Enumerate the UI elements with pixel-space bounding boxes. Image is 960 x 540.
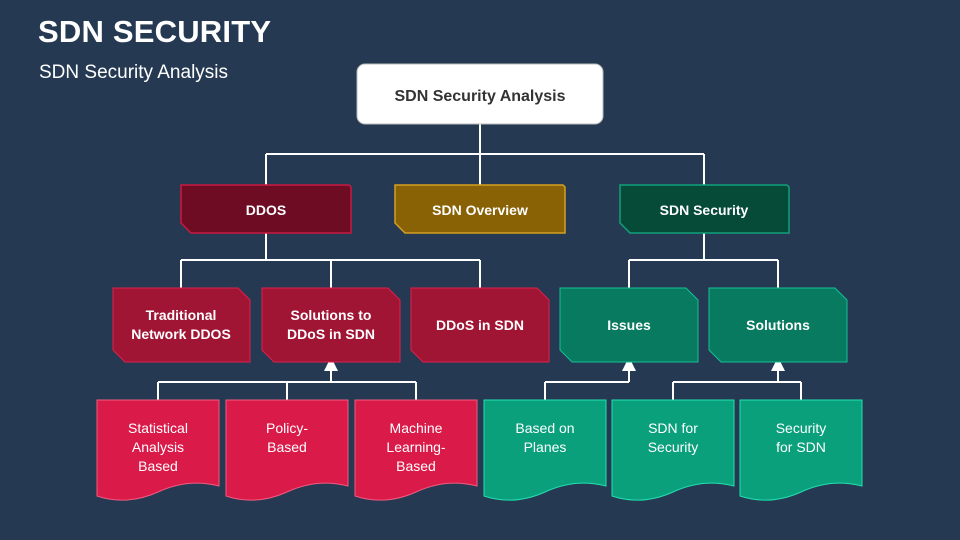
traditional-node-line-1: Traditional bbox=[146, 307, 217, 323]
ml-line-1: Machine bbox=[390, 420, 443, 436]
statistical-line-3: Based bbox=[138, 458, 178, 474]
sdn-security-node-label: SDN Security bbox=[660, 202, 749, 218]
policy-line-1: Policy- bbox=[266, 420, 308, 436]
ml-line-3: Based bbox=[396, 458, 436, 474]
policy-line-2: Based bbox=[267, 439, 307, 455]
solutions-ddos-line-2: DDoS in SDN bbox=[287, 326, 375, 342]
ddos-in-sdn-label: DDoS in SDN bbox=[436, 317, 524, 333]
solutions-to-ddos-node: Solutions to DDoS in SDN bbox=[261, 287, 401, 363]
planes-line-2: Planes bbox=[524, 439, 567, 455]
ddos-in-sdn-node: DDoS in SDN bbox=[410, 287, 550, 363]
sdn-security-node: SDN Security bbox=[619, 184, 790, 234]
page-title: SDN SECURITY bbox=[38, 14, 272, 49]
security-for-sdn-line-2: for SDN bbox=[776, 439, 826, 455]
policy-based-leaf: Policy- Based bbox=[225, 399, 349, 501]
security-for-sdn-line-1: Security bbox=[776, 420, 827, 436]
planes-line-1: Based on bbox=[515, 420, 574, 436]
ddos-node-label: DDOS bbox=[246, 202, 286, 218]
issues-node: Issues bbox=[559, 287, 699, 363]
traditional-node-line-2: Network DDOS bbox=[131, 326, 231, 342]
sdn-overview-node-label: SDN Overview bbox=[432, 202, 528, 218]
solutions-node: Solutions bbox=[708, 287, 848, 363]
root-node: SDN Security Analysis bbox=[356, 63, 604, 125]
page-subtitle: SDN Security Analysis bbox=[39, 62, 229, 83]
ml-line-2: Learning- bbox=[386, 439, 445, 455]
sdn-for-security-line-1: SDN for bbox=[648, 420, 698, 436]
security-for-sdn-leaf: Security for SDN bbox=[739, 399, 863, 501]
solutions-label: Solutions bbox=[746, 317, 810, 333]
svg-text:Policy-Based: Policy- Based bbox=[266, 420, 308, 455]
statistical-line-1: Statistical bbox=[128, 420, 188, 436]
root-node-label: SDN Security Analysis bbox=[394, 88, 565, 105]
sdn-for-security-line-2: Security bbox=[648, 439, 699, 455]
sdn-overview-node: SDN Overview bbox=[394, 184, 566, 234]
ddos-node: DDOS bbox=[180, 184, 352, 234]
statistical-line-2: Analysis bbox=[132, 439, 184, 455]
issues-label: Issues bbox=[607, 317, 651, 333]
based-on-planes-leaf: Based on Planes bbox=[483, 399, 607, 501]
connector-lines bbox=[157, 124, 802, 400]
solutions-ddos-line-1: Solutions to bbox=[291, 307, 372, 323]
